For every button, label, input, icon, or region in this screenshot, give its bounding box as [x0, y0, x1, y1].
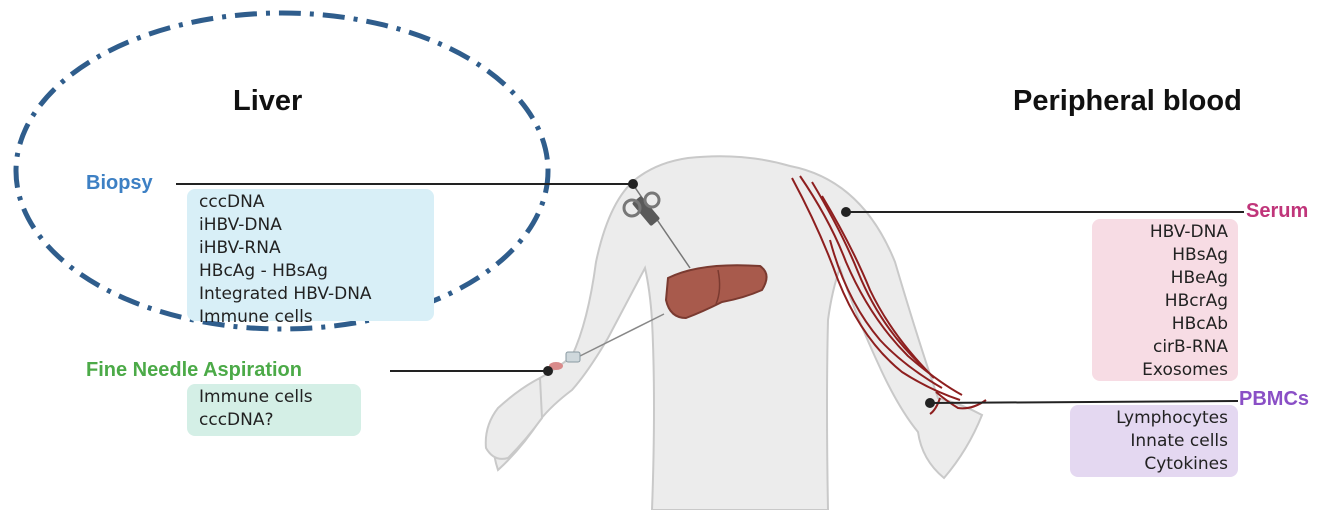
fna-marker-item: Immune cells [199, 386, 349, 409]
pbmcs-marker-item: Innate cells [1080, 430, 1228, 453]
fine-needle-aspiration-label: Fine Needle Aspiration [86, 359, 302, 382]
pbmcs-marker-item: Cytokines [1080, 453, 1228, 476]
serum-marker-item: HBeAg [1102, 267, 1228, 290]
pbmcs-label: PBMCs [1239, 388, 1309, 411]
biopsy-label: Biopsy [86, 172, 153, 195]
serum-marker-item: HBcAb [1102, 313, 1228, 336]
fna-marker-item: cccDNA? [199, 409, 349, 432]
liver-heading: Liver [233, 85, 302, 118]
serum-label: Serum [1246, 200, 1308, 223]
serum-marker-item: HBsAg [1102, 244, 1228, 267]
biopsy-marker-item: iHBV-DNA [199, 214, 422, 237]
biopsy-marker-item: cccDNA [199, 191, 422, 214]
serum-marker-item: HBcrAg [1102, 290, 1228, 313]
human-body [486, 156, 982, 510]
serum-marker-item: cirB-RNA [1102, 336, 1228, 359]
left-hand [486, 378, 542, 459]
biopsy-marker-item: Integrated HBV-DNA [199, 283, 422, 306]
biopsy-marker-item: HBcAg - HBsAg [199, 260, 422, 283]
serum-marker-item: Exosomes [1102, 359, 1228, 382]
torso-silhouette [493, 156, 982, 510]
biopsy-marker-item: iHBV-RNA [199, 237, 422, 260]
peripheral-blood-heading: Peripheral blood [1013, 85, 1242, 118]
pbmcs-marker-item: Lymphocytes [1080, 407, 1228, 430]
biopsy-marker-item: Immune cells [199, 306, 422, 329]
serum-marker-item: HBV-DNA [1102, 221, 1228, 244]
